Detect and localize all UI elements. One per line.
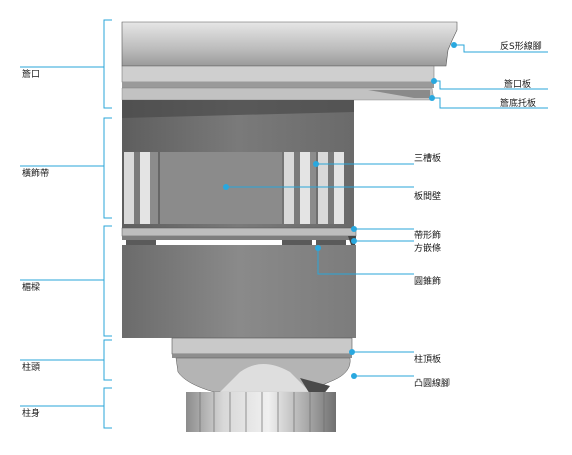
abacus — [171, 337, 353, 355]
label-echinus: 凸圓線腳 — [414, 379, 451, 389]
label-mutule: 簷底托板 — [500, 99, 537, 109]
label-frieze: 橫飾帶 — [22, 169, 50, 179]
label-cornice: 簷口 — [22, 70, 41, 80]
label-taenia: 帶形飾 — [414, 231, 442, 241]
capital — [171, 337, 353, 404]
metope — [160, 152, 282, 224]
label-corona: 簷口板 — [504, 80, 532, 90]
architrave — [122, 245, 356, 338]
cornice-shadow-band — [122, 82, 434, 88]
bracket-cornice — [103, 19, 112, 109]
guttae-row — [126, 240, 346, 245]
soffit-detail — [368, 90, 430, 98]
label-shaft: 柱身 — [22, 409, 41, 419]
mutule — [121, 87, 435, 101]
label-architrave: 楣樑 — [22, 283, 41, 293]
triglyph-right — [284, 152, 344, 224]
bracket-frieze — [103, 117, 112, 219]
label-capital: 柱頭 — [22, 363, 41, 373]
bracket-architrave — [103, 225, 112, 337]
label-cyma-reversa: 反S形線腳 — [500, 42, 542, 52]
corona — [121, 65, 435, 83]
left-brackets — [20, 19, 112, 429]
bracket-shaft — [103, 387, 112, 429]
bracket-capital — [103, 339, 112, 381]
leader-dots — [223, 42, 457, 379]
label-abacus: 柱頂板 — [414, 355, 442, 365]
cornice — [121, 21, 458, 101]
frieze — [122, 100, 354, 228]
frieze-top-shadow — [122, 100, 354, 118]
label-guttae: 圓錐飾 — [414, 277, 442, 287]
cymatium-molding — [121, 21, 458, 67]
label-triglyph: 三槽板 — [414, 154, 442, 164]
label-metope: 板間壁 — [414, 192, 442, 202]
label-regula: 方嵌條 — [414, 244, 442, 254]
column-shaft — [186, 392, 336, 432]
triglyph-left — [124, 152, 158, 224]
